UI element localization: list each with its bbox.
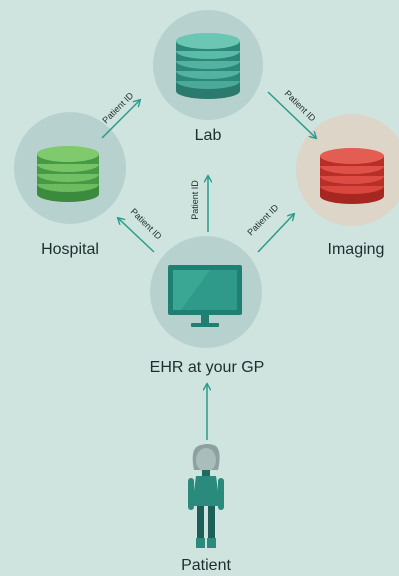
imaging-label: Imaging bbox=[328, 241, 385, 258]
edge-label-ehr-lab: Patient ID bbox=[190, 180, 200, 220]
ehr-node: EHR at your GP bbox=[150, 236, 265, 376]
ehr-label: EHR at your GP bbox=[150, 359, 265, 376]
lab-label: Lab bbox=[195, 127, 222, 144]
imaging-node: Imaging bbox=[296, 114, 399, 258]
edge-ehr-imaging: Patient ID bbox=[245, 202, 294, 253]
edge-ehr-hospital: Patient ID bbox=[118, 206, 164, 253]
edge-label-ehr-imaging: Patient ID bbox=[245, 202, 280, 237]
database-icon bbox=[176, 33, 240, 99]
person-icon bbox=[188, 444, 224, 548]
edge-lab-imaging: Patient ID bbox=[267, 88, 318, 138]
monitor-icon bbox=[168, 265, 242, 327]
edge-label-ehr-hospital: Patient ID bbox=[129, 206, 164, 241]
database-icon bbox=[320, 148, 384, 204]
edge-ehr-lab: Patient ID bbox=[190, 176, 208, 232]
patient-label: Patient bbox=[181, 557, 231, 574]
database-icon bbox=[37, 146, 99, 202]
edge-label-lab-imaging: Patient ID bbox=[283, 88, 318, 123]
hospital-node: Hospital bbox=[14, 112, 126, 258]
edge-label-hospital-lab: Patient ID bbox=[100, 90, 135, 125]
lab-node: Lab bbox=[153, 10, 263, 144]
hospital-label: Hospital bbox=[41, 241, 99, 258]
